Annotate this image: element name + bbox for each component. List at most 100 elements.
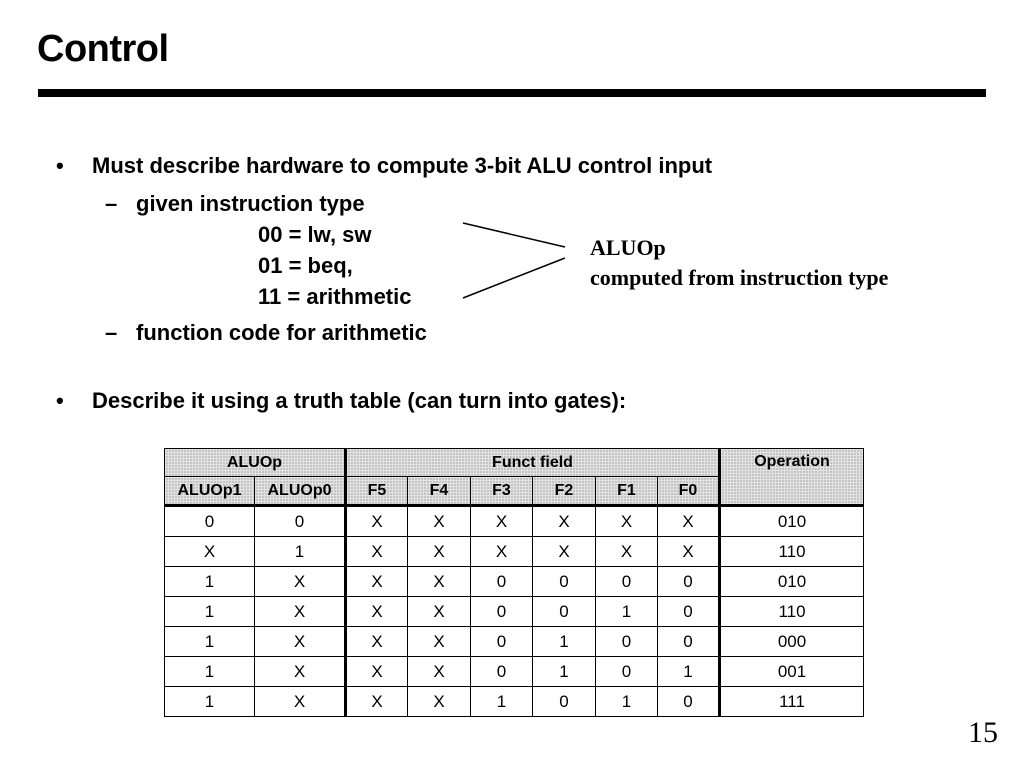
table-cell: 1	[657, 656, 720, 687]
table-cell: 1	[595, 596, 658, 627]
title-rule	[38, 89, 986, 97]
table-cell: X	[407, 686, 471, 717]
table-cell: 1	[254, 536, 346, 567]
table-cell: 0	[532, 596, 596, 627]
table-cell: 010	[718, 566, 864, 597]
annotation-title: ALUOp	[590, 235, 666, 260]
table-cell: X	[344, 656, 408, 687]
sub-bullet-text: function code for arithmetic	[136, 320, 427, 345]
table-cell: X	[470, 505, 533, 537]
col-header: ALUOp1	[164, 476, 255, 507]
table-cell: X	[407, 536, 471, 567]
table-cell: X	[407, 596, 471, 627]
table-cell: 0	[595, 626, 658, 657]
table-cell: 1	[532, 626, 596, 657]
sub-bullet-text: given instruction type	[136, 191, 365, 216]
table-cell: 000	[718, 626, 864, 657]
table-cell: 111	[718, 686, 864, 717]
table-cell: X	[657, 505, 720, 537]
slide-title: Control	[37, 28, 169, 70]
bullet-marker: •	[56, 153, 64, 178]
col-header: F2	[532, 476, 596, 507]
code-line: 00 = lw, sw	[258, 222, 372, 247]
table-cell: X	[407, 566, 471, 597]
table-cell: 1	[164, 626, 255, 657]
table-cell: 0	[470, 656, 533, 687]
table-cell: 0	[470, 566, 533, 597]
table-cell: 110	[718, 596, 864, 627]
table-cell: X	[595, 536, 658, 567]
code-line: 11 = arithmetic	[258, 284, 412, 309]
table-cell: X	[407, 656, 471, 687]
table-cell: 001	[718, 656, 864, 687]
table-cell: 1	[164, 596, 255, 627]
col-header: F0	[657, 476, 720, 507]
table-cell: 0	[164, 505, 255, 537]
table-cell: 0	[470, 626, 533, 657]
code-line: 01 = beq,	[258, 253, 353, 278]
dash-marker: –	[105, 191, 118, 216]
table-cell: 0	[595, 566, 658, 597]
table-cell: 1	[164, 566, 255, 597]
table-cell: 1	[164, 686, 255, 717]
table-cell: X	[470, 536, 533, 567]
header-aluop: ALUOp	[164, 448, 346, 477]
annotation-subtitle: computed from instruction type	[590, 265, 889, 290]
table-cell: X	[254, 596, 346, 627]
header-funct-field: Funct field	[344, 448, 720, 477]
table-cell: X	[532, 505, 596, 537]
table-cell: X	[254, 566, 346, 597]
table-cell: X	[344, 536, 408, 567]
table-cell: 1	[470, 686, 533, 717]
table-cell: X	[254, 686, 346, 717]
table-cell: 1	[595, 686, 658, 717]
bullet-text: Describe it using a truth table (can tur…	[92, 388, 627, 413]
table-cell: X	[657, 536, 720, 567]
table-cell: X	[407, 505, 471, 537]
table-cell: X	[407, 626, 471, 657]
col-header: F4	[407, 476, 471, 507]
table-cell: 010	[718, 505, 864, 537]
bracket-line-top	[462, 222, 566, 248]
col-header: ALUOp0	[254, 476, 346, 507]
table-cell: 0	[532, 566, 596, 597]
bracket-line-bottom	[462, 257, 566, 299]
table-cell: X	[344, 596, 408, 627]
table-cell: X	[344, 505, 408, 537]
bullet-text: Must describe hardware to compute 3-bit …	[92, 153, 713, 178]
header-operation: Operation	[718, 448, 864, 507]
table-cell: 1	[164, 656, 255, 687]
col-header: F1	[595, 476, 658, 507]
table-cell: X	[344, 566, 408, 597]
col-header: F3	[470, 476, 533, 507]
table-cell: X	[344, 686, 408, 717]
col-header: F5	[344, 476, 408, 507]
table-cell: 0	[657, 566, 720, 597]
table-cell: X	[344, 626, 408, 657]
table-cell: 0	[595, 656, 658, 687]
table-cell: 0	[254, 505, 346, 537]
table-cell: 0	[470, 596, 533, 627]
page-number: 15	[968, 716, 998, 749]
table-cell: 0	[657, 626, 720, 657]
table-cell: 0	[657, 686, 720, 717]
table-cell: 110	[718, 536, 864, 567]
table-cell: X	[595, 505, 658, 537]
bullet-marker: •	[56, 388, 64, 413]
dash-marker: –	[105, 320, 118, 345]
truth-table: ALUOp Funct field Operation ALUOp1 ALUOp…	[164, 448, 864, 717]
table-cell: 0	[657, 596, 720, 627]
table-cell: X	[532, 536, 596, 567]
table-cell: 1	[532, 656, 596, 687]
table-cell: X	[164, 536, 255, 567]
table-cell: 0	[532, 686, 596, 717]
